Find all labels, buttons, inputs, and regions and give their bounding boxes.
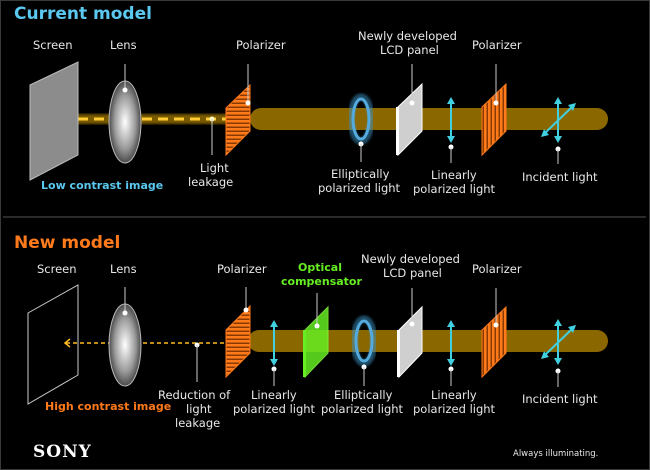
current-polarizer-1-label: Polarizer — [236, 38, 286, 52]
current-result-label: Low contrast image — [41, 179, 163, 192]
new-lcd-label-1: Newly developed — [361, 252, 460, 266]
current-screen — [29, 61, 79, 181]
new-reduction-label-3: leakage — [175, 416, 220, 430]
current-light-beam — [250, 108, 608, 130]
new-light-beam — [248, 330, 608, 352]
footer-tagline: Always illuminating. — [513, 449, 598, 459]
new-elliptical-label-2: polarized light — [321, 402, 404, 416]
new-linear-2-label-2: polarized light — [413, 402, 496, 416]
new-linear-1-label-2: polarized light — [233, 402, 316, 416]
new-incident-label: Incident light — [522, 392, 598, 406]
new-incident-arrows — [541, 319, 576, 365]
new-compensator-label-2: compensator — [281, 275, 362, 288]
current-leakage-label-2: leakage — [188, 175, 233, 189]
new-linear-1-label-1: Linearly — [251, 388, 297, 402]
new-linear-arrow-1 — [270, 320, 278, 366]
current-lcd-label-1: Newly developed — [358, 29, 457, 43]
new-compensator-label-1: Optical — [298, 261, 342, 274]
current-linear-label-2: polarized light — [413, 182, 496, 196]
current-lens-label: Lens — [110, 38, 137, 52]
current-leak-glow — [58, 114, 248, 124]
new-lcd-panel — [398, 305, 423, 379]
new-reduction-label-1: Reduction of — [158, 388, 231, 402]
current-elliptical-label-2: polarized light — [318, 181, 401, 195]
current-lcd-panel — [397, 82, 423, 157]
current-polarizer-1 — [225, 83, 251, 157]
new-polarizer-2-label: Polarizer — [472, 262, 522, 276]
new-polarizer-1-label: Polarizer — [217, 262, 267, 276]
new-polarizer-2 — [481, 305, 507, 379]
current-model-title: Current model — [14, 4, 152, 24]
new-lens — [108, 303, 142, 387]
new-model-title: New model — [14, 233, 120, 253]
new-elliptical-ring — [354, 319, 374, 363]
current-incident-label: Incident light — [522, 170, 598, 184]
sony-logo: SONY — [33, 442, 92, 462]
current-elliptical-ring-glow — [347, 93, 375, 145]
current-linear-label-1: Linearly — [431, 168, 477, 182]
new-leak-arrowhead — [63, 338, 71, 348]
current-elliptical-label-1: Elliptically — [331, 167, 390, 181]
new-elliptical-ring-glow — [350, 315, 378, 367]
current-leakage-label-1: Light — [200, 161, 229, 175]
new-result-label: High contrast image — [45, 400, 171, 413]
new-lcd-label-2: LCD panel — [383, 266, 442, 280]
current-polarizer-2-label: Polarizer — [472, 38, 522, 52]
current-polarizer-2 — [481, 82, 507, 157]
new-polarizer-1 — [225, 304, 251, 379]
current-lcd-label-2: LCD panel — [380, 43, 439, 57]
current-lens — [108, 80, 142, 164]
new-elliptical-label-1: Elliptically — [334, 388, 393, 402]
new-linear-arrow-2 — [447, 320, 455, 366]
new-screen — [27, 284, 79, 405]
current-screen-label: Screen — [33, 38, 73, 52]
new-lens-label: Lens — [110, 262, 137, 276]
current-linear-arrow — [447, 97, 455, 143]
new-linear-2-label-1: Linearly — [431, 388, 477, 402]
current-incident-arrows — [541, 97, 576, 143]
new-screen-label: Screen — [37, 262, 77, 276]
current-elliptical-ring — [351, 97, 371, 141]
new-reduction-label-2: light — [186, 402, 212, 416]
